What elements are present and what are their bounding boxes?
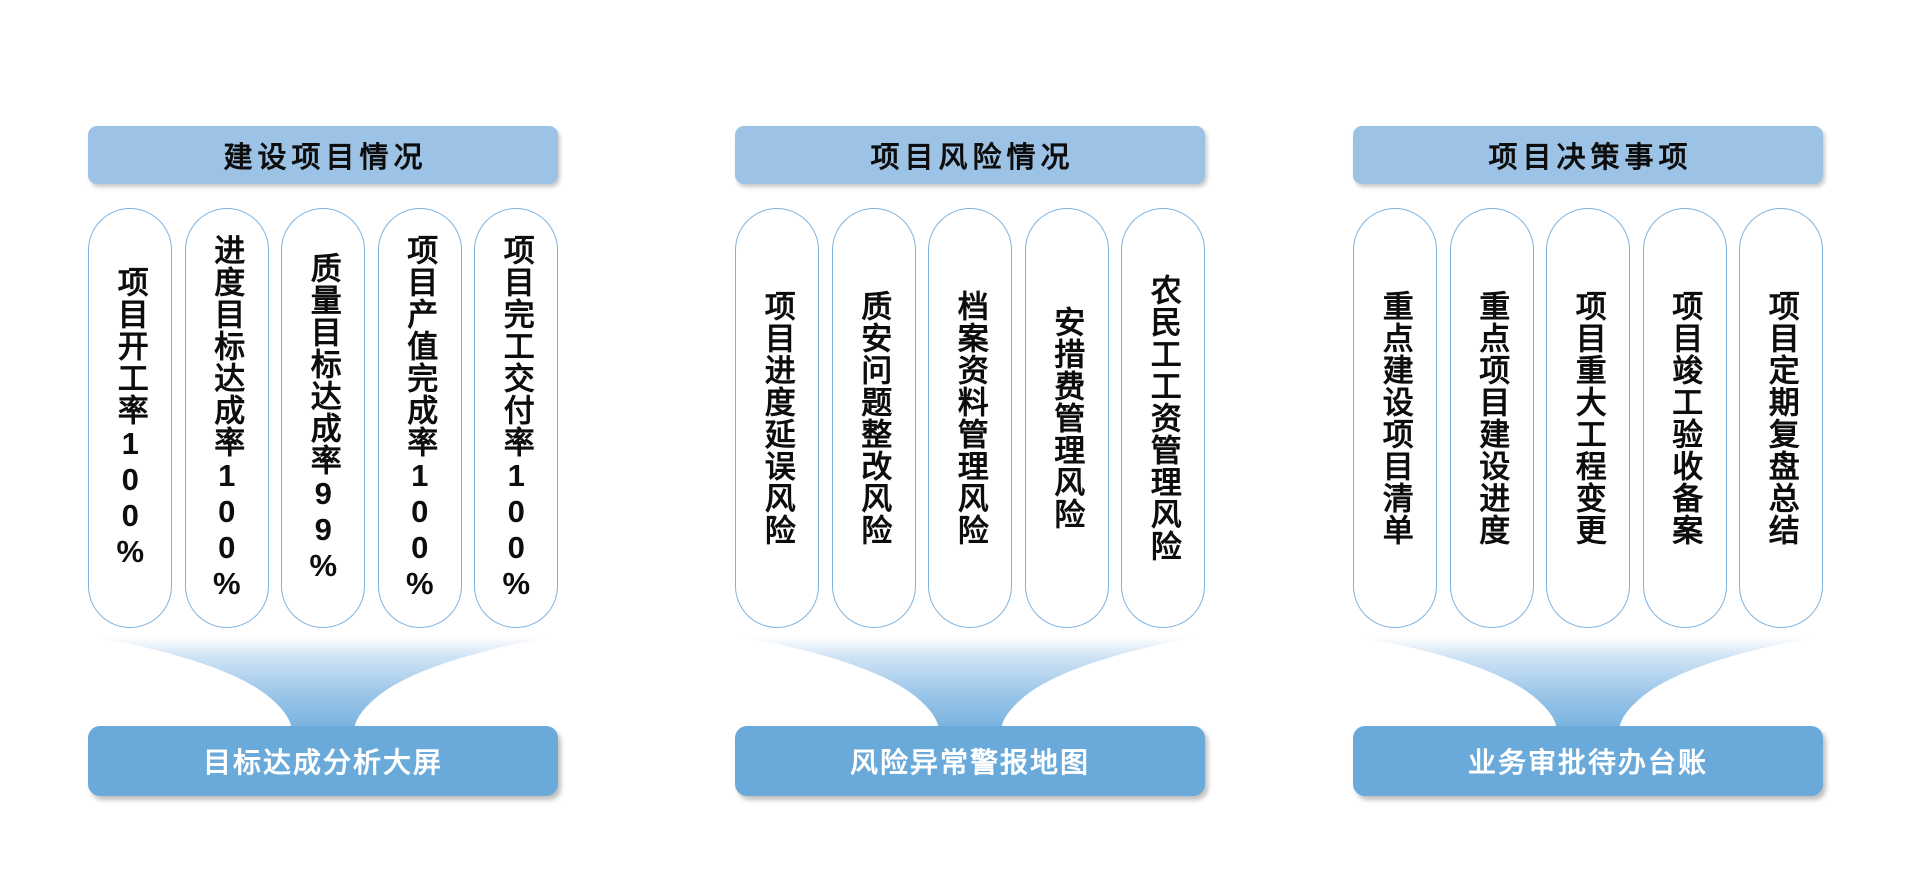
metric-card[interactable]: 项目重大工程变更 [1546,208,1630,628]
metric-card[interactable]: 重点项目建设进度 [1449,208,1534,628]
metric-card-label: 质安问题整改风险 [856,290,892,546]
metric-card[interactable]: 项目完工交付率100% [474,208,558,628]
metric-card[interactable]: 质量目标达成率99% [281,208,365,628]
metric-card[interactable]: 农民工工资管理风险 [1121,208,1205,628]
group-project-risk: 项目风险情况 项目进度延误风险 质安问题整改风险 档案资料管理风险 安措费管理风… [735,126,1205,806]
output-bar-label: 目标达成分析大屏 [202,747,443,778]
metric-card[interactable]: 档案资料管理风险 [928,208,1012,628]
group-construction-project: 建设项目情况 项目开工率100% 进度目标达成率100% 质量目标达成率99% … [88,126,558,806]
metric-card-label: 项目竣工验收备案 [1667,290,1703,546]
metric-card[interactable]: 重点建设项目清单 [1353,208,1437,628]
metric-card-label: 项目重大工程变更 [1570,290,1606,546]
metric-card-label: 农民工工资管理风险 [1145,274,1181,562]
output-bar-label: 风险异常警报地图 [849,747,1090,778]
funnel-down-arrow-icon [1353,634,1823,749]
metric-card[interactable]: 项目产值完成率100% [377,208,462,628]
metric-card-label: 重点建设项目清单 [1377,290,1413,546]
metric-card-label: 档案资料管理风险 [952,290,988,546]
card-row: 项目开工率100% 进度目标达成率100% 质量目标达成率99% 项目产值完成率… [88,208,558,628]
group-header-label: 建设项目情况 [223,142,428,174]
metric-card[interactable]: 项目进度延误风险 [735,208,819,628]
group-header-label: 项目风险情况 [870,142,1075,174]
group-header-bar[interactable]: 项目决策事项 [1353,126,1823,184]
metric-card-label: 项目进度延误风险 [759,290,795,546]
metric-card[interactable]: 质安问题整改风险 [831,208,916,628]
metric-card[interactable]: 进度目标达成率100% [184,208,269,628]
metric-card[interactable]: 项目开工率100% [88,208,172,628]
funnel-down-arrow-icon [735,634,1205,749]
group-header-bar[interactable]: 项目风险情况 [735,126,1205,184]
card-row: 项目进度延误风险 质安问题整改风险 档案资料管理风险 安措费管理风险 农民工工资… [735,208,1205,628]
funnel-down-arrow-icon [88,634,558,749]
output-bar-label: 业务审批待办台账 [1467,747,1708,778]
metric-card-label: 项目完工交付率100% [498,234,534,602]
metric-card[interactable]: 项目竣工验收备案 [1642,208,1727,628]
metric-card[interactable]: 安措费管理风险 [1024,208,1109,628]
metric-card-label: 进度目标达成率100% [209,234,245,602]
metric-card-label: 项目产值完成率100% [402,234,438,602]
output-bar[interactable]: 风险异常警报地图 [735,726,1205,796]
output-bar[interactable]: 目标达成分析大屏 [88,726,558,796]
metric-card-label: 质量目标达成率99% [305,252,341,584]
metric-card[interactable]: 项目定期复盘总结 [1739,208,1823,628]
metric-card-label: 安措费管理风险 [1049,306,1085,530]
metric-card-label: 项目开工率100% [112,266,148,570]
card-row: 重点建设项目清单 重点项目建设进度 项目重大工程变更 项目竣工验收备案 项目定期… [1353,208,1823,628]
output-bar[interactable]: 业务审批待办台账 [1353,726,1823,796]
group-project-decision: 项目决策事项 重点建设项目清单 重点项目建设进度 项目重大工程变更 项目竣工验收… [1353,126,1823,806]
group-header-bar[interactable]: 建设项目情况 [88,126,558,184]
metric-card-label: 重点项目建设进度 [1474,290,1510,546]
metric-card-label: 项目定期复盘总结 [1763,290,1799,546]
group-header-label: 项目决策事项 [1488,142,1693,174]
